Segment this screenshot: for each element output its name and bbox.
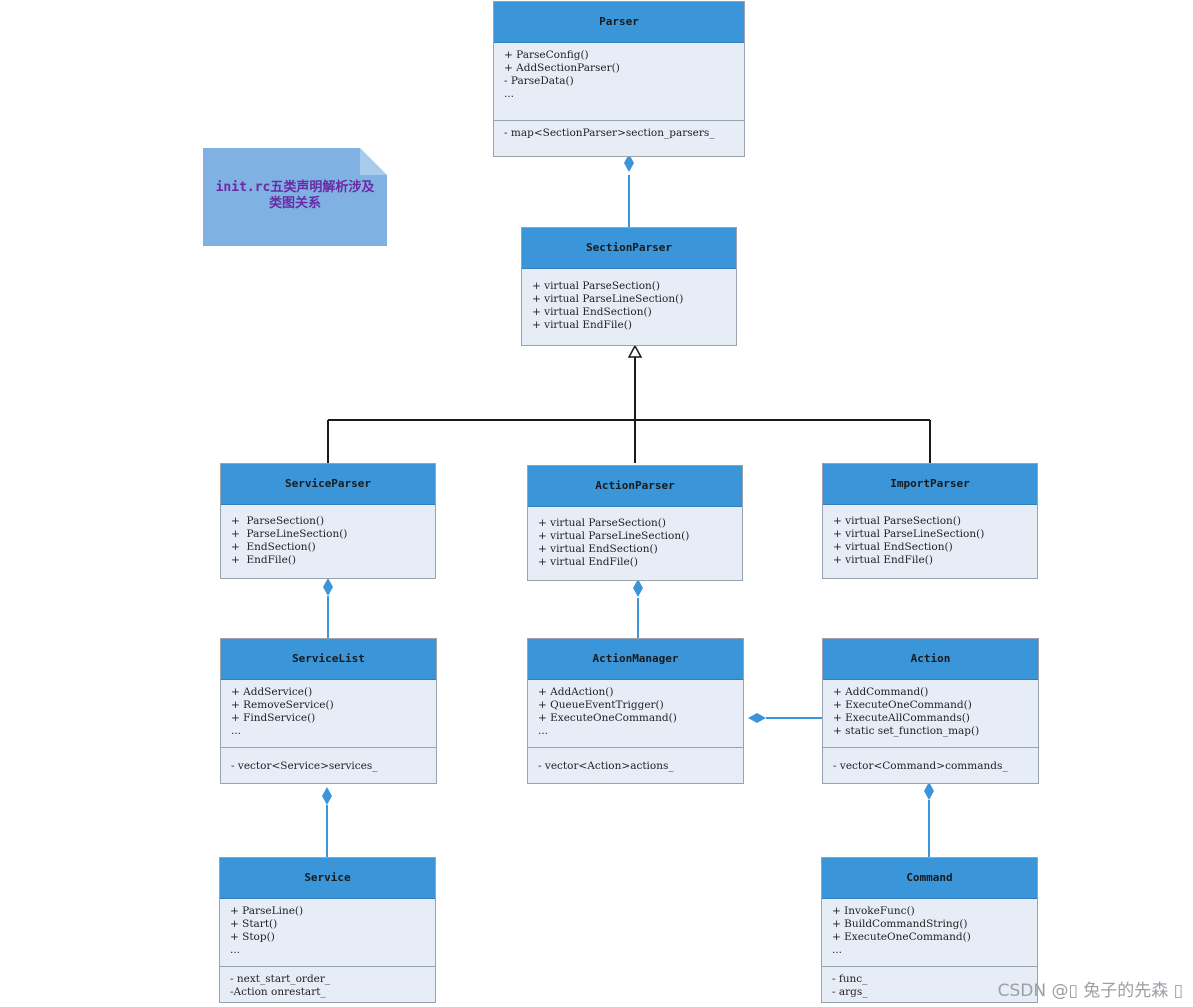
composition-diamond-servicelist <box>322 787 332 805</box>
class-servicelist: ServiceList + AddService() + RemoveServi… <box>220 638 437 784</box>
method-row: + virtual EndFile() <box>833 554 933 566</box>
method-row: + EndSection() <box>231 541 316 553</box>
field-row: - vector<Action>actions_ <box>538 760 674 772</box>
method-row: + virtual EndSection() <box>538 543 658 555</box>
methods-section: + AddCommand() + ExecuteOneCommand() + E… <box>823 680 1038 747</box>
method-row: + virtual EndSection() <box>532 306 652 318</box>
method-row: + ParseConfig() <box>504 49 589 61</box>
method-row: + QueueEventTrigger() <box>538 699 664 711</box>
method-row: + virtual ParseLineSection() <box>833 528 985 540</box>
method-row: + InvokeFunc() <box>832 905 915 917</box>
method-row: + AddAction() <box>538 686 614 698</box>
method-row: + virtual EndSection() <box>833 541 953 553</box>
class-sectionparser: SectionParser + virtual ParseSection() +… <box>521 227 737 346</box>
method-row: + virtual ParseLineSection() <box>538 530 690 542</box>
methods-section: + virtual ParseSection() + virtual Parse… <box>823 505 1037 572</box>
method-row: + Start() <box>230 918 278 930</box>
method-row: + virtual EndFile() <box>538 556 638 568</box>
composition-diamond-parser <box>624 154 634 172</box>
method-row: + static set_function_map() <box>833 725 980 737</box>
class-name: ActionParser <box>528 466 742 507</box>
field-row: - next_start_order_ <box>230 973 331 985</box>
class-serviceparser: ServiceParser + ParseSection() + ParseLi… <box>220 463 436 579</box>
class-action: Action + AddCommand() + ExecuteOneComman… <box>822 638 1039 784</box>
class-name: ServiceList <box>221 639 436 680</box>
method-row: + FindService() <box>231 712 316 724</box>
class-name: ServiceParser <box>221 464 435 505</box>
fields-section: - vector<Command>commands_ <box>823 747 1038 778</box>
composition-diamond-serviceparser <box>323 578 333 596</box>
class-name: Action <box>823 639 1038 680</box>
class-service: Service + ParseLine() + Start() + Stop()… <box>219 857 436 1003</box>
fields-section: - map<SectionParser>section_parsers_ <box>494 120 744 145</box>
class-actionparser: ActionParser + virtual ParseSection() + … <box>527 465 743 581</box>
method-row: + virtual EndFile() <box>532 319 632 331</box>
methods-section: + ParseSection() + ParseLineSection() + … <box>221 505 435 572</box>
method-row: ... <box>832 944 843 956</box>
methods-section: + virtual ParseSection() + virtual Parse… <box>522 269 736 337</box>
field-row: - map<SectionParser>section_parsers_ <box>504 127 715 139</box>
method-row: + ExecuteOneCommand() <box>538 712 677 724</box>
method-row: + Stop() <box>230 931 275 943</box>
field-row: -Action onrestart_ <box>230 986 326 998</box>
field-row: - vector<Command>commands_ <box>833 760 1008 772</box>
method-row: + virtual ParseSection() <box>538 517 666 529</box>
method-row: + AddSectionParser() <box>504 62 620 74</box>
methods-section: + ParseConfig() + AddSectionParser() - P… <box>494 43 744 120</box>
class-importparser: ImportParser + virtual ParseSection() + … <box>822 463 1038 579</box>
method-row: + ExecuteOneCommand() <box>833 699 972 711</box>
class-parser: Parser + ParseConfig() + AddSectionParse… <box>493 1 745 157</box>
method-row: + ParseLine() <box>230 905 304 917</box>
fields-section: - next_start_order_ -Action onrestart_ <box>220 966 435 1004</box>
class-actionmanager: ActionManager + AddAction() + QueueEvent… <box>527 638 744 784</box>
class-name: Service <box>220 858 435 899</box>
method-row: ... <box>231 725 242 737</box>
fields-section: - vector<Action>actions_ <box>528 747 743 778</box>
class-name: Command <box>822 858 1037 899</box>
method-row: + EndFile() <box>231 554 297 566</box>
method-row: + RemoveService() <box>231 699 334 711</box>
fields-section: - func_ - args_ <box>822 966 1037 1004</box>
note-text-line-2: 类图关系 <box>268 196 321 211</box>
field-row: - args_ <box>832 986 868 998</box>
class-command: Command + InvokeFunc() + BuildCommandStr… <box>821 857 1038 1003</box>
method-row: + virtual ParseLineSection() <box>532 293 684 305</box>
methods-section: + ParseLine() + Start() + Stop() ... <box>220 899 435 966</box>
diagram-note <box>203 148 387 246</box>
csdn-watermark: CSDN @▯ 兔子的先森 ▯ <box>997 981 1183 1001</box>
composition-diamond-actionmanager <box>748 713 766 723</box>
method-row: + ExecuteAllCommands() <box>833 712 970 724</box>
class-name: SectionParser <box>522 228 736 269</box>
method-row: + BuildCommandString() <box>832 918 968 930</box>
method-row: + AddCommand() <box>833 686 929 698</box>
methods-section: + InvokeFunc() + BuildCommandString() + … <box>822 899 1037 966</box>
method-row: ... <box>230 944 241 956</box>
method-row: + virtual ParseSection() <box>833 515 961 527</box>
composition-diamond-actionparser <box>633 579 643 597</box>
class-name: ActionManager <box>528 639 743 680</box>
class-name: ImportParser <box>823 464 1037 505</box>
method-row: + ParseSection() <box>231 515 325 527</box>
method-row: + ExecuteOneCommand() <box>832 931 971 943</box>
field-row: - vector<Service>services_ <box>231 760 378 772</box>
methods-section: + AddService() + RemoveService() + FindS… <box>221 680 436 747</box>
note-text: init.rc五类声明解析涉及 类图关系 <box>203 180 387 212</box>
note-text-line-1: init.rc五类声明解析涉及 <box>215 180 375 195</box>
composition-diamond-action <box>924 782 934 800</box>
inheritance-arrowhead <box>627 344 643 358</box>
method-row: ... <box>538 725 549 737</box>
fields-section: - vector<Service>services_ <box>221 747 436 778</box>
methods-section: + AddAction() + QueueEventTrigger() + Ex… <box>528 680 743 747</box>
method-row: + virtual ParseSection() <box>532 280 660 292</box>
method-row: + AddService() <box>231 686 313 698</box>
method-row: ... <box>504 88 515 100</box>
field-row: - func_ <box>832 973 868 985</box>
method-row: + ParseLineSection() <box>231 528 348 540</box>
class-name: Parser <box>494 2 744 43</box>
methods-section: + virtual ParseSection() + virtual Parse… <box>528 507 742 574</box>
method-row: - ParseData() <box>504 75 574 87</box>
